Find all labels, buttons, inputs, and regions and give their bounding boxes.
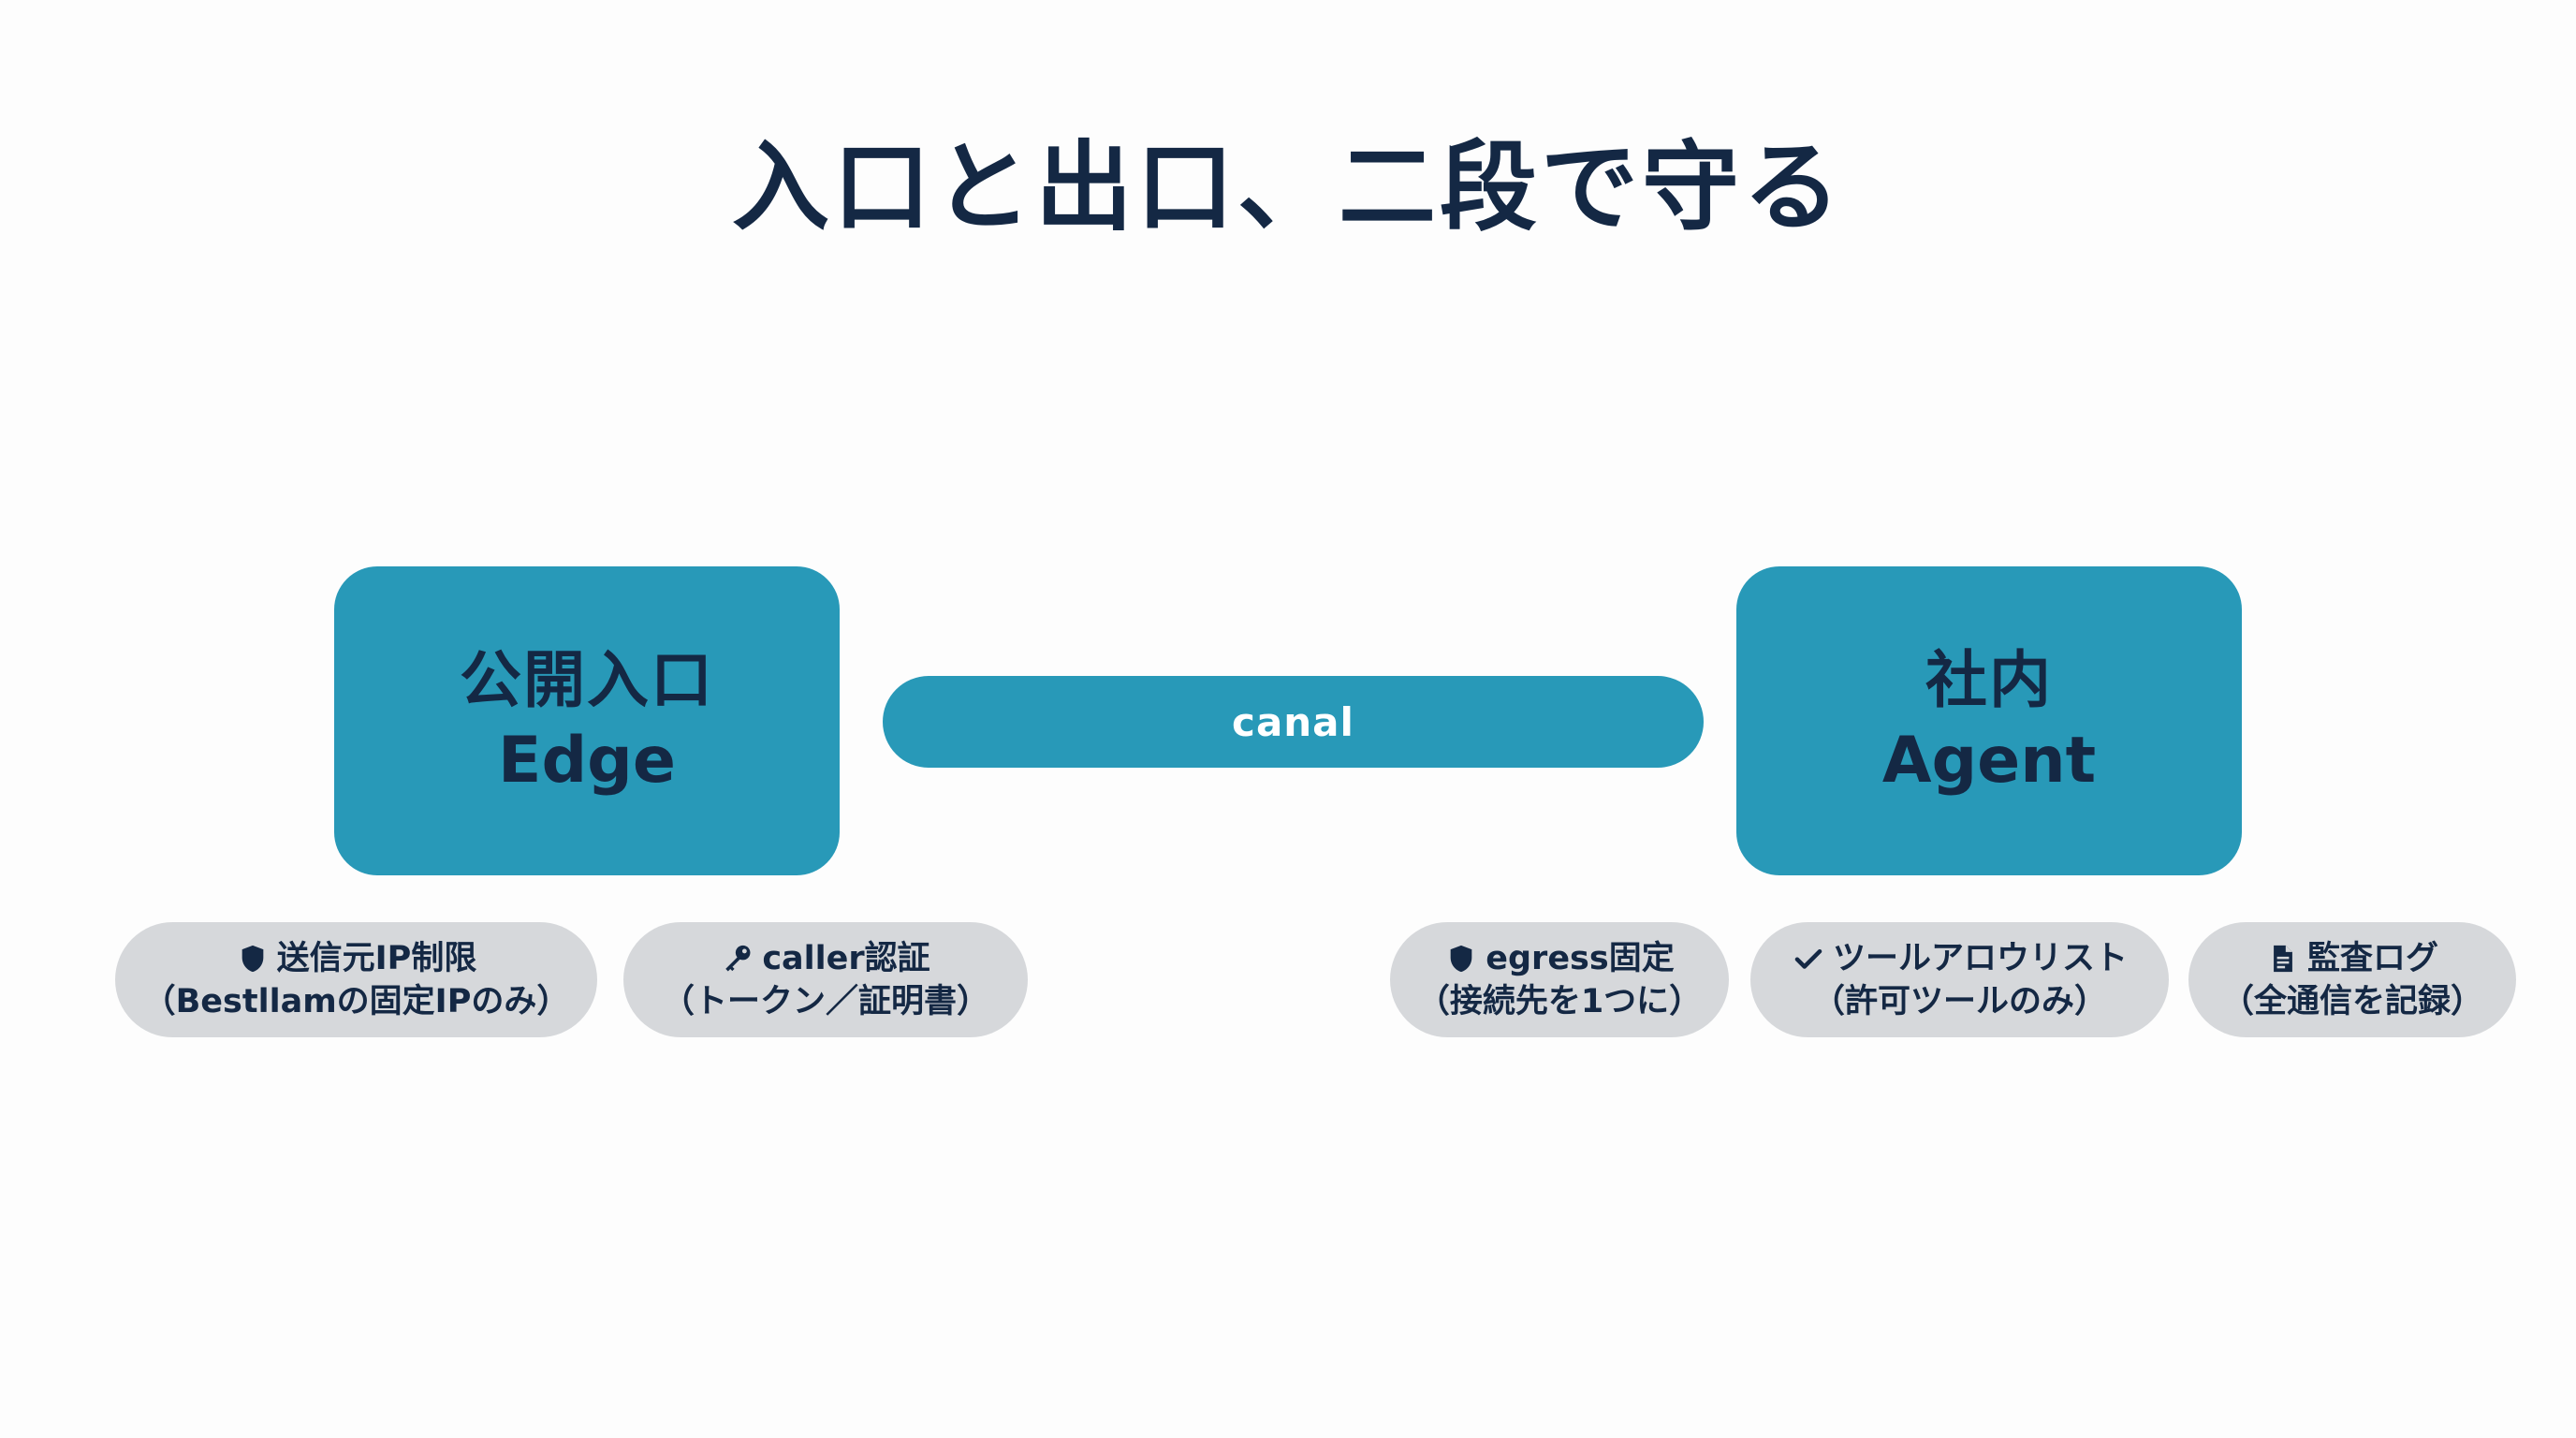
control-pill-title: caller認証	[762, 939, 930, 977]
control-pill-title: 送信元IP制限	[276, 939, 477, 977]
control-pill-caller-auth: caller認証 （トークン／証明書）	[623, 922, 1028, 1037]
canal-connector: canal	[883, 676, 1704, 768]
agent-node-label-en: Agent	[1881, 724, 2097, 798]
control-pill-title: ツールアロウリスト	[1832, 939, 2128, 977]
page-title: 入口と出口、二段で守る	[731, 130, 1844, 244]
control-pill-detail: （全通信を記録）	[2220, 982, 2483, 1020]
shield-icon	[1444, 942, 1478, 976]
check-icon	[1792, 942, 1825, 976]
shield-icon	[236, 942, 270, 976]
control-pill-audit-log: 監査ログ （全通信を記録）	[2188, 922, 2516, 1037]
edge-node-label-jp: 公開入口	[460, 644, 714, 716]
agent-node: 社内 Agent	[1736, 566, 2242, 875]
control-pill-detail: （トークン／証明書）	[661, 982, 989, 1020]
control-pill-detail: （接続先を1つに）	[1416, 982, 1703, 1020]
control-pill-ip-restriction: 送信元IP制限 （Bestllamの固定IPのみ）	[115, 922, 597, 1037]
edge-node-label-en: Edge	[498, 724, 676, 798]
key-icon	[721, 942, 754, 976]
control-pill-title: 監査ログ	[2306, 939, 2438, 977]
control-pill-detail: （Bestllamの固定IPのみ）	[142, 982, 570, 1020]
control-pill-title: egress固定	[1486, 939, 1675, 977]
edge-node: 公開入口 Edge	[334, 566, 840, 875]
control-pill-detail: （許可ツールのみ）	[1811, 982, 2107, 1020]
agent-node-label-jp: 社内	[1925, 644, 2053, 716]
control-pill-egress: egress固定 （接続先を1つに）	[1390, 922, 1729, 1037]
control-pill-tool-allowlist: ツールアロウリスト （許可ツールのみ）	[1750, 922, 2169, 1037]
document-icon	[2266, 942, 2300, 976]
